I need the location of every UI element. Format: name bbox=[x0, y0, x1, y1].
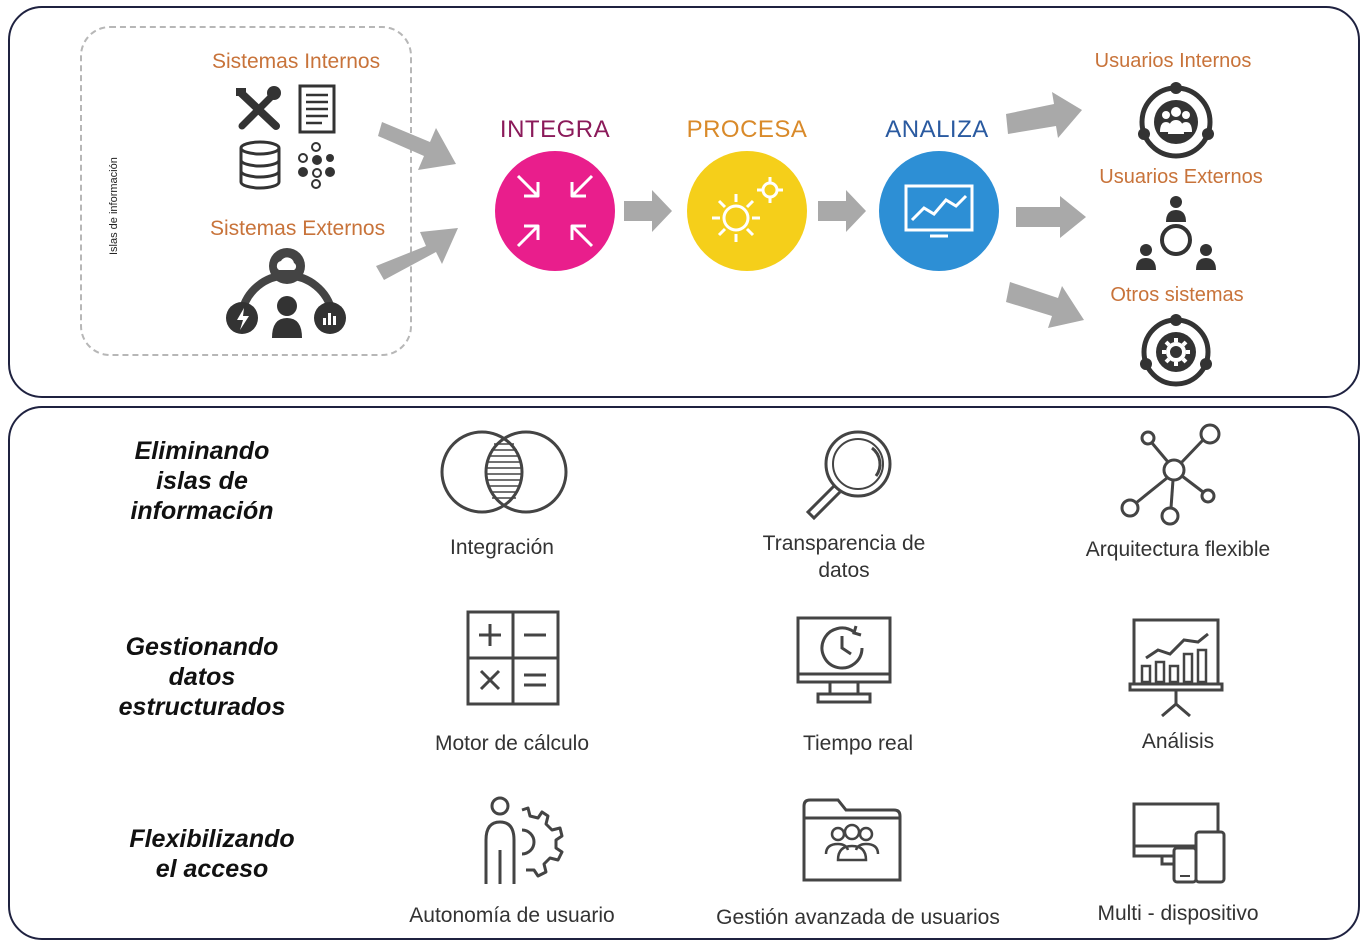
magnifier-icon bbox=[805, 430, 892, 521]
internal-users-icon bbox=[1138, 82, 1214, 159]
arrow-to-internal-users bbox=[1006, 92, 1082, 138]
arrow-external-to-integra bbox=[376, 228, 458, 280]
procesa-circle-icon bbox=[687, 151, 807, 271]
category-managing-data: Gestionando datos estructurados bbox=[118, 633, 286, 721]
integra-circle-icon bbox=[495, 151, 615, 271]
monitor-clock-icon bbox=[796, 616, 892, 704]
dots-cluster-icon bbox=[298, 142, 335, 189]
tools-icon bbox=[236, 86, 281, 130]
feature-flexible-architecture: Arquitectura flexible bbox=[1085, 538, 1271, 561]
external-systems-label: Sistemas Externos bbox=[210, 217, 386, 240]
internal-systems-label: Sistemas Internos bbox=[212, 50, 381, 73]
procesa-label: PROCESA bbox=[686, 116, 808, 143]
feature-integration: Integración bbox=[450, 536, 554, 559]
analiza-label: ANALIZA bbox=[885, 116, 989, 143]
other-systems-label: Otros sistemas bbox=[1110, 284, 1244, 306]
arrow-procesa-to-analiza bbox=[818, 190, 866, 232]
folder-users-icon bbox=[802, 798, 902, 882]
feature-analysis: Análisis bbox=[1141, 730, 1215, 753]
external-users-label: Usuarios Externos bbox=[1099, 166, 1263, 188]
database-icon bbox=[239, 140, 281, 190]
arrow-internal-to-integra bbox=[378, 122, 456, 170]
feature-real-time: Tiempo real bbox=[802, 732, 914, 755]
venn-icon bbox=[440, 430, 568, 514]
user-gear-icon bbox=[484, 796, 564, 884]
devices-icon bbox=[1132, 802, 1226, 884]
internal-users-label: Usuarios Internos bbox=[1094, 50, 1252, 72]
process-panel bbox=[8, 6, 1360, 398]
feature-user-autonomy: Autonomía de usuario bbox=[409, 904, 615, 927]
cloud-network-icon bbox=[226, 248, 346, 338]
arrow-to-other-systems bbox=[1006, 282, 1084, 328]
feature-advanced-user-management: Gestión avanzada de usuarios bbox=[716, 906, 1000, 929]
arrow-to-external-users bbox=[1016, 196, 1086, 238]
islands-caption: Islas de información bbox=[108, 157, 120, 255]
information-islands-box bbox=[80, 26, 412, 356]
category-flexible-access: Flexibilizando el acceso bbox=[129, 825, 295, 883]
integra-label: INTEGRA bbox=[499, 116, 611, 143]
network-icon bbox=[1120, 423, 1221, 526]
external-users-icon bbox=[1136, 196, 1216, 270]
feature-data-transparency: Transparencia de datos bbox=[762, 532, 926, 582]
arrow-integra-to-procesa bbox=[624, 190, 672, 232]
calculator-icon bbox=[466, 610, 560, 706]
feature-calculation-engine: Motor de cálculo bbox=[434, 732, 590, 755]
other-systems-icon bbox=[1140, 314, 1212, 387]
feature-multi-device: Multi - dispositivo bbox=[1097, 902, 1259, 925]
document-icon bbox=[298, 84, 336, 134]
presentation-chart-icon bbox=[1128, 618, 1224, 718]
category-eliminating-islands: Eliminando islas de información bbox=[130, 437, 274, 525]
analiza-circle-icon bbox=[879, 151, 999, 271]
